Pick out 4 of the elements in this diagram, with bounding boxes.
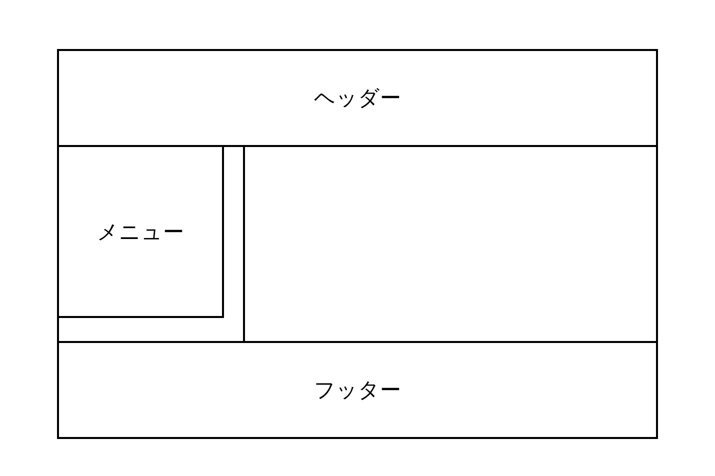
layout-box [57,145,224,318]
region-label: フッター [314,377,401,404]
region-label: ヘッダー [314,85,401,112]
region-label: メニュー [97,218,184,246]
